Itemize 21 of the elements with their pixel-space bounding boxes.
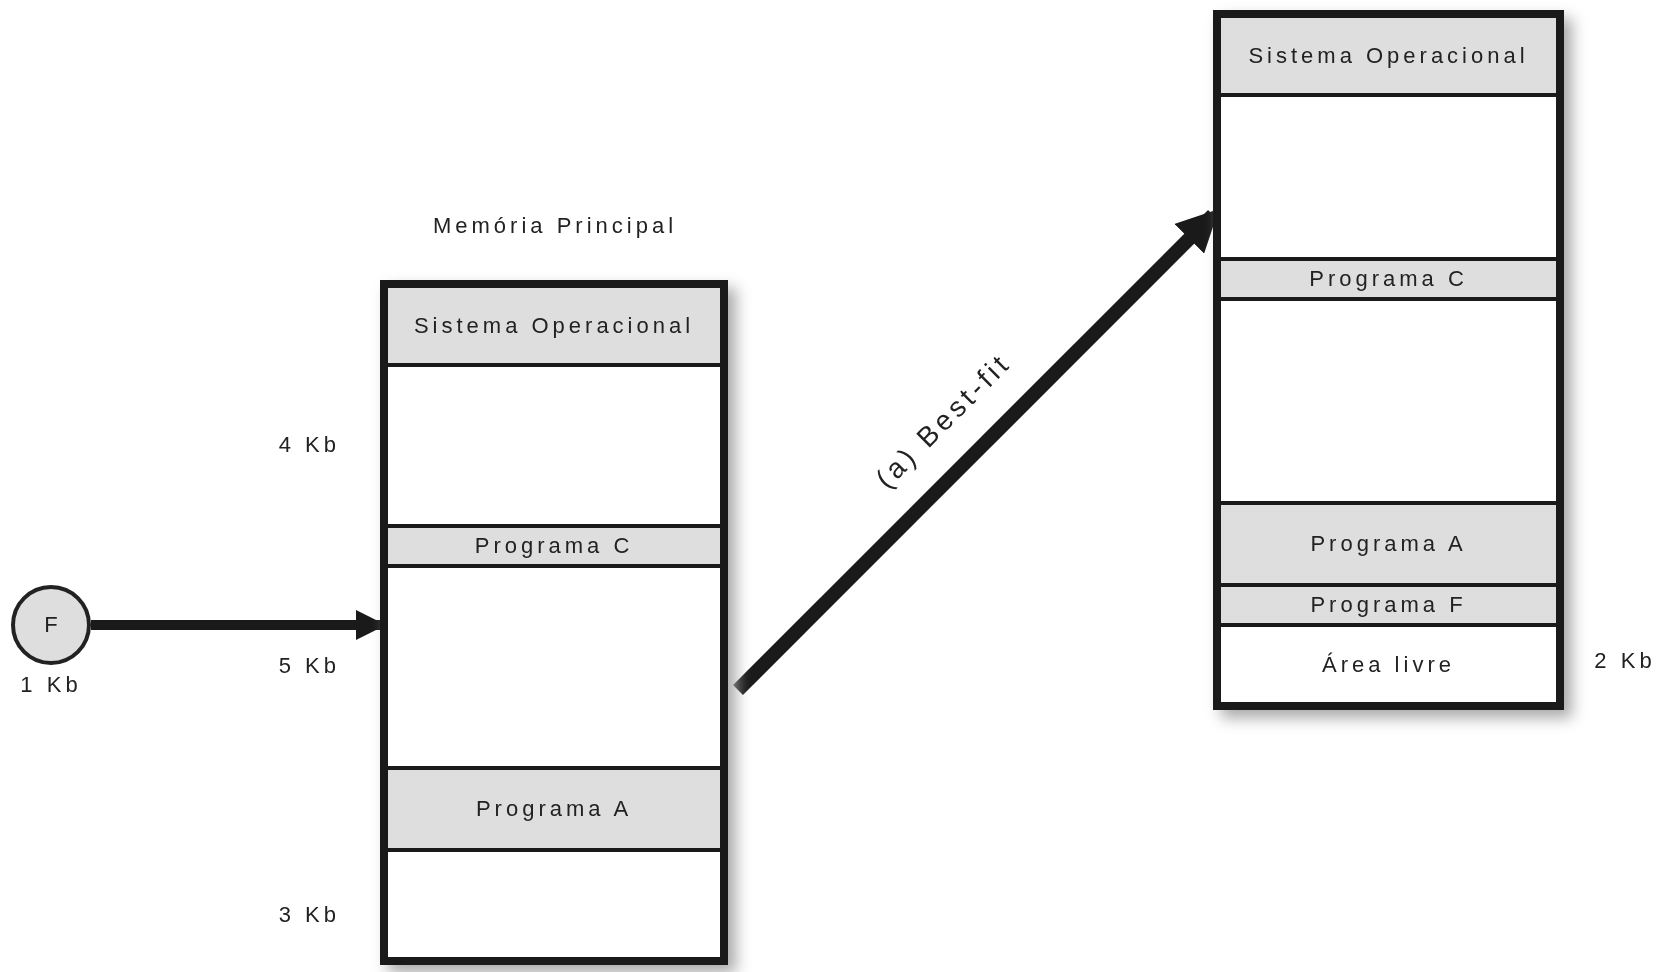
memory-block: [1213, 10, 1564, 710]
size-label: 3 Kb: [277, 902, 340, 928]
size-label: 2 Kb: [1593, 648, 1657, 674]
memory-segment: Área livre: [1221, 623, 1556, 702]
size-label: 1 Kb: [19, 672, 83, 698]
memory-segment: Sistema Operacional: [388, 288, 720, 363]
free-memory-block: [388, 848, 720, 957]
free-memory-block: [388, 363, 720, 524]
free-memory-block: [388, 564, 720, 766]
process-circle: F: [11, 585, 91, 665]
free-memory-block: [1221, 297, 1556, 501]
free-memory-block: [1221, 93, 1556, 257]
memory-segment: Programa C: [388, 524, 720, 564]
memory-segment: Sistema Operacional: [1221, 18, 1556, 93]
memory-heading: Memória Principal: [431, 213, 679, 239]
size-label: 4 Kb: [277, 432, 340, 458]
memory-segment: Programa C: [1221, 257, 1556, 297]
memory-segment: Programa F: [1221, 583, 1556, 623]
memory-segment: Programa A: [1221, 501, 1556, 583]
size-label: 5 Kb: [277, 653, 340, 679]
memory-segment: Programa A: [388, 766, 720, 848]
